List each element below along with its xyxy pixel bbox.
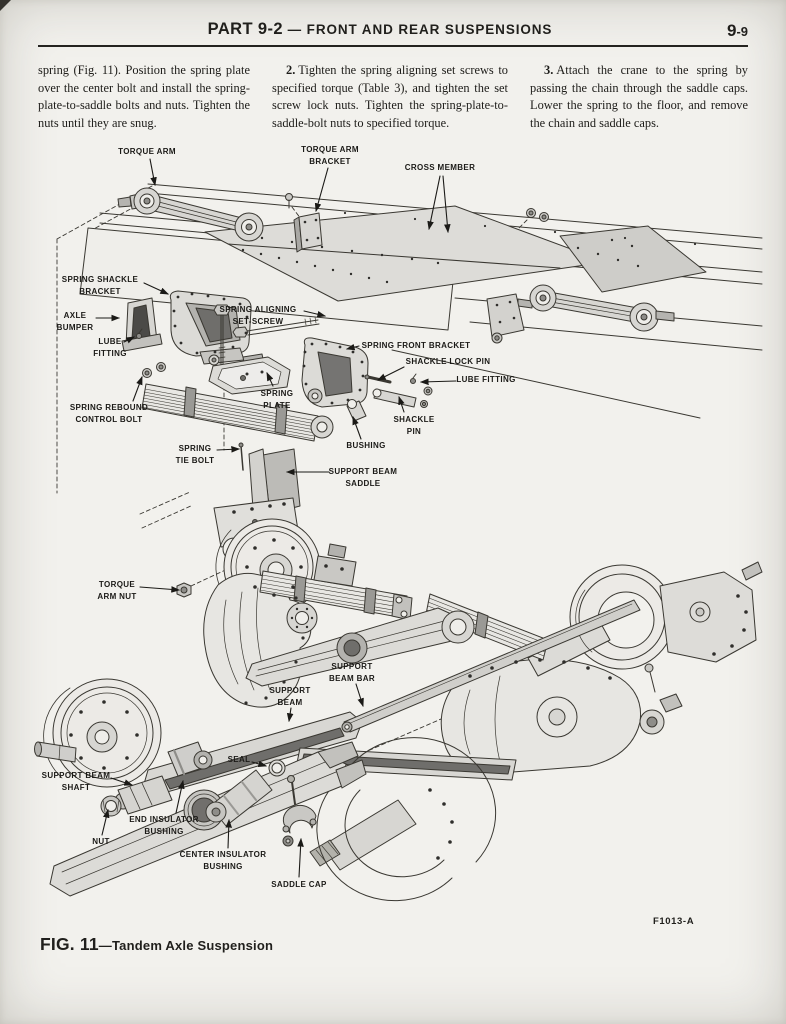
frame-nuts (526, 208, 549, 222)
label-torque-arm-bracket: TORQUE ARM BRACKET (301, 145, 359, 166)
wheel-drum-left (34, 678, 162, 788)
intro-col-2: 2.Tighten the spring aligning set screws… (272, 63, 508, 130)
figure-code: F1013-A (653, 916, 695, 927)
spring-plate-part (208, 353, 291, 395)
label-support-beam-saddle: SUPPORT BEAM SADDLE (328, 467, 398, 488)
label-center-insulator-bushing: CENTER INSULATOR BUSHING (179, 850, 267, 871)
label-nut: NUT (92, 837, 110, 846)
part-number: PART 9-2 (207, 20, 283, 38)
figure-caption: FIG. 11—Tandem Axle Suspension (40, 934, 273, 955)
label-lube-fitting-left: LUBE FITTING (93, 337, 127, 358)
lube-fitting-left-part (136, 328, 143, 339)
figure-title: —Tandem Axle Suspension (98, 938, 274, 953)
label-lube-fitting-right: LUBE FITTING (456, 375, 516, 384)
label-torque-arm-nut: TORQUE ARM NUT (97, 580, 137, 601)
spring-front-bracket-part (301, 337, 369, 408)
label-shackle-lock-pin: SHACKLE LOCK PIN (405, 357, 491, 366)
page-number: 9-9 (726, 21, 748, 40)
intro-col-1: spring (Fig. 11). Position the spring pl… (38, 63, 250, 130)
label-cross-member: CROSS MEMBER (404, 163, 476, 172)
page-title: PART 9-2 — FRONT AND REAR SUSPENSIONS (38, 20, 748, 39)
part-title: — FRONT AND REAR SUSPENSIONS (282, 22, 553, 37)
leaf-spring (141, 383, 334, 442)
label-end-insulator-bushing: END INSULATOR BUSHING (129, 815, 199, 836)
page-header: PART 9-2 — FRONT AND REAR SUSPENSIONS 9-… (38, 20, 748, 46)
differential-housing-rear (440, 658, 683, 775)
exploded-small-parts (100, 741, 317, 847)
torque-arm-right (517, 284, 675, 332)
spring-rebound-bolt-parts (142, 362, 166, 378)
label-support-beam-shaft: SUPPORT BEAM SHAFT (41, 771, 111, 792)
label-shackle-pin: SHACKLE PIN (393, 415, 435, 436)
label-bushing: BUSHING (346, 441, 386, 450)
support-beam-middle (245, 607, 475, 687)
intro-text: spring (Fig. 11). Position the spring pl… (38, 62, 748, 132)
label-spring-front-bracket: SPRING FRONT BRACKET (361, 341, 471, 350)
label-spring-rebound-control-bolt: SPRING REBOUND CONTROL BOLT (69, 403, 149, 424)
scan-corner-artifact (0, 0, 11, 11)
label-spring-plate: SPRING PLATE (260, 389, 294, 410)
header-rule (38, 45, 748, 47)
label-saddle-cap: SADDLE CAP (271, 880, 327, 889)
wheel-drum-right (527, 561, 763, 677)
label-spring-aligning-set-screw: SPRING ALIGNING SET-SCREW (219, 305, 297, 326)
label-seal: SEAL (227, 755, 251, 764)
label-support-beam-bar: SUPPORT BEAM BAR (329, 662, 375, 683)
support-beam-bar-part (341, 599, 641, 733)
rivet-dots (69, 211, 748, 860)
torque-arm-left (117, 187, 264, 242)
label-spring-tie-bolt: SPRING TIE BOLT (175, 444, 215, 465)
torque-arm-nut-part (176, 582, 192, 598)
intro-col-3: 3.Attach the crane to the spring by pass… (530, 63, 748, 130)
wheel-drum-bottom (309, 737, 497, 902)
spring-bolts (213, 304, 320, 369)
label-torque-arm: TORQUE ARM (118, 147, 176, 156)
step-number-3: 3. (544, 63, 554, 77)
step-number-2: 2. (286, 63, 296, 77)
label-support-beam: SUPPORT BEAM (269, 686, 311, 707)
label-axle-bumper: AXLE BUMPER (56, 311, 94, 332)
figure-number: FIG. 11 (40, 934, 99, 954)
axle-bumper-bracket (121, 297, 163, 352)
label-spring-shackle-bracket: SPRING SHACKLE BRACKET (61, 275, 139, 296)
shackle-parts (346, 373, 433, 422)
axle-leaf-springs (259, 543, 549, 661)
callout-arrows (95, 158, 457, 878)
